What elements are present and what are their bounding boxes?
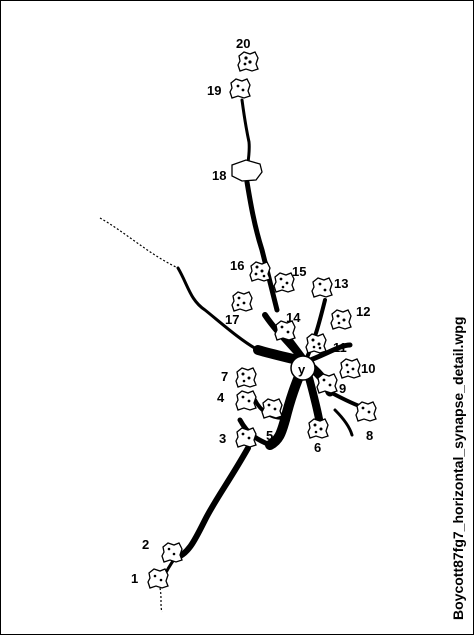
pedicle-16 [249, 261, 271, 282]
pedicle-3 [235, 427, 257, 448]
pedicle-11 [305, 333, 327, 354]
cell-label-13: 13 [334, 276, 348, 291]
cell-pedicles [147, 51, 377, 589]
cell-label-7: 7 [221, 369, 228, 384]
cell-label-20: 20 [236, 36, 250, 51]
cell-label-8: 8 [366, 428, 373, 443]
figure-caption: Boycott87fg7_horizontal_synapse_detail.w… [450, 317, 466, 620]
cell-label-16: 16 [230, 258, 244, 273]
cell-labels: 1 2 3 4 5 6 7 8 9 10 11 12 13 14 15 16 1… [131, 36, 375, 586]
pedicle-15 [273, 272, 295, 293]
cell-label-5: 5 [266, 428, 273, 443]
pedicle-10 [339, 358, 361, 379]
soma-label: y [298, 362, 306, 377]
cell-label-3: 3 [219, 431, 226, 446]
pedicle-8 [355, 401, 377, 422]
cell-label-14: 14 [286, 310, 301, 325]
thin-dendrite-upper-left [99, 217, 179, 269]
cell-label-10: 10 [361, 361, 375, 376]
pedicle-7 [235, 367, 257, 388]
cell-label-4: 4 [217, 390, 225, 405]
pedicle-4 [235, 390, 257, 411]
cell-label-12: 12 [356, 304, 370, 319]
pedicle-12 [330, 309, 352, 330]
pedicle-13 [311, 277, 333, 298]
pedicle-19 [229, 78, 251, 99]
cell-label-11: 11 [333, 340, 347, 355]
pedicle-18 [231, 159, 263, 182]
thin-dendrite-bottom [159, 587, 163, 613]
cell-label-6: 6 [314, 440, 321, 455]
pedicle-9 [316, 373, 338, 394]
pedicle-20 [237, 51, 259, 72]
cell-label-15: 15 [292, 264, 306, 279]
pedicle-2 [161, 542, 183, 563]
cell-label-19: 19 [207, 83, 221, 98]
synapse-dots [153, 56, 371, 582]
soma [290, 355, 316, 381]
pedicle-17 [231, 291, 253, 312]
cell-label-9: 9 [339, 381, 346, 396]
pedicle-1 [147, 568, 169, 589]
cell-label-1: 1 [131, 571, 138, 586]
cell-label-18: 18 [212, 168, 226, 183]
pedicle-6 [307, 418, 329, 439]
pedicle-5 [261, 398, 283, 419]
cell-label-17: 17 [225, 312, 239, 327]
cell-label-2: 2 [142, 537, 149, 552]
